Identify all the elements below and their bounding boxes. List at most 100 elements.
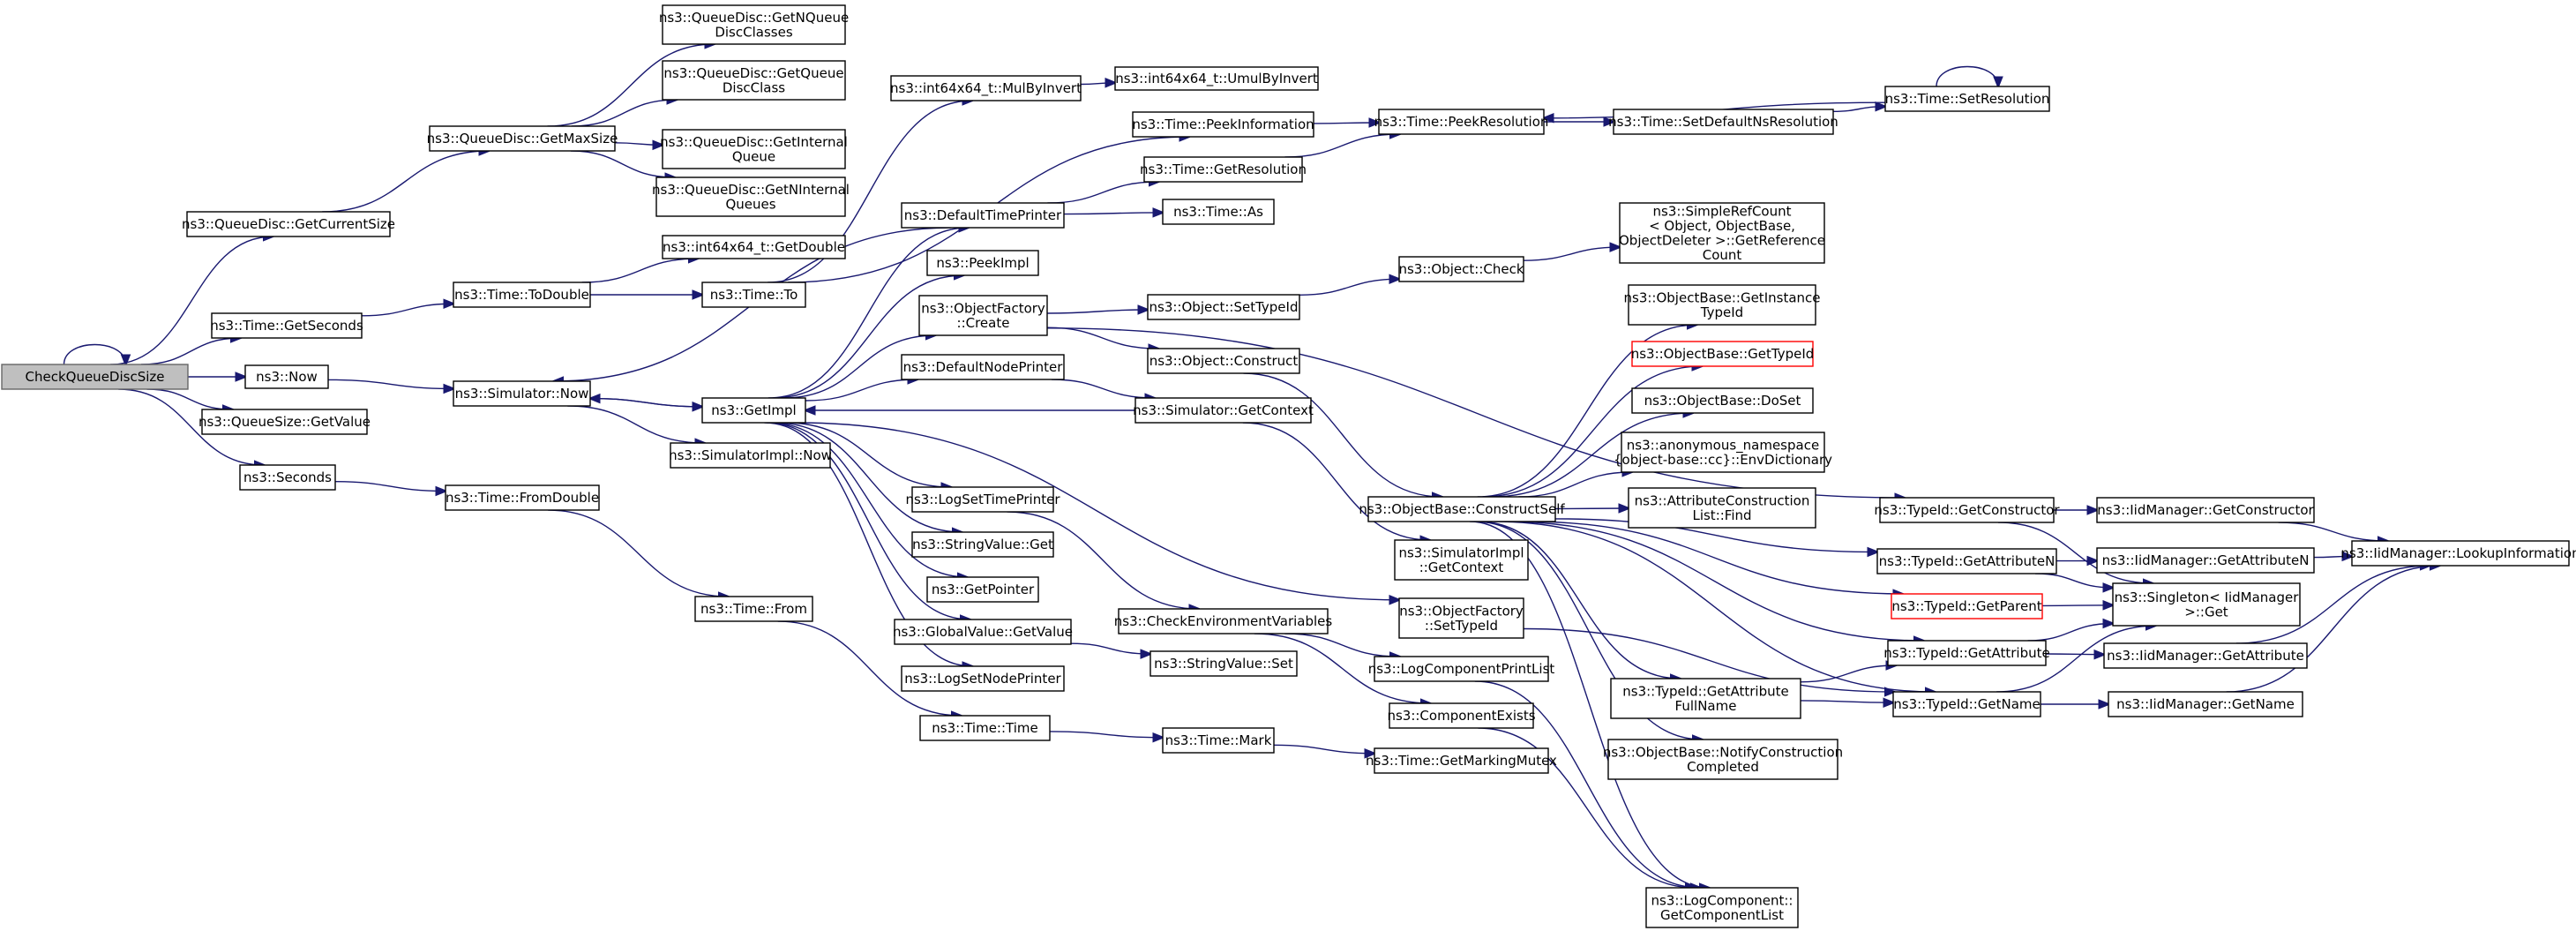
node-box bbox=[1628, 284, 1816, 326]
function-node[interactable]: ns3::LogSetNodePrinter bbox=[901, 665, 1065, 692]
function-node[interactable]: ns3::ComponentExists bbox=[1387, 702, 1536, 729]
function-node[interactable]: ns3::Object::Construct bbox=[1147, 348, 1300, 374]
function-node[interactable]: ns3::int64x64_t::MulByInvert bbox=[890, 75, 1082, 101]
function-node[interactable]: ns3::StringValue::Set bbox=[1149, 650, 1298, 677]
function-node[interactable]: ns3::LogComponentPrintList bbox=[1368, 656, 1555, 682]
call-edge-n67-n65 bbox=[1800, 665, 1896, 683]
call-edge-n38-n45 bbox=[1242, 422, 1430, 540]
function-node[interactable]: ns3::CheckEnvironmentVariables bbox=[1114, 608, 1333, 634]
function-node[interactable]: ns3::int64x64_t::GetDouble bbox=[662, 235, 846, 259]
function-node[interactable]: ns3::anonymous_namespace{object-base::cc… bbox=[1614, 432, 1832, 473]
node-label: ns3::Now bbox=[256, 369, 318, 385]
function-node[interactable]: ns3::GetImpl bbox=[701, 397, 806, 424]
function-node[interactable]: ns3::IidManager::GetConstructor bbox=[2096, 497, 2315, 523]
call-edge-n55-n57 bbox=[1478, 727, 1696, 888]
node-label: ::SetTypeId bbox=[1425, 618, 1498, 634]
function-node[interactable]: ns3::ObjectBase::ConstructSelf bbox=[1359, 496, 1565, 522]
function-node[interactable]: ns3::TypeId::GetAttribute bbox=[1883, 640, 2050, 666]
function-node[interactable]: ns3::Time::GetSeconds bbox=[210, 312, 363, 339]
function-node[interactable]: ns3::IidManager::GetName bbox=[2108, 691, 2303, 717]
function-node[interactable]: ns3::Time::FromDouble bbox=[445, 484, 600, 511]
function-node[interactable]: ns3::Time::GetMarkingMutex bbox=[1366, 747, 1557, 774]
function-node[interactable]: ns3::Now bbox=[244, 364, 329, 389]
function-node[interactable]: ns3::QueueDisc::GetCurrentSize bbox=[182, 211, 395, 237]
call-edge-n11-n12 bbox=[1080, 83, 1115, 85]
function-node[interactable]: ns3::Time::SetDefaultNsResolution bbox=[1608, 109, 1838, 135]
function-node[interactable]: ns3::SimulatorImpl::GetContext bbox=[1394, 539, 1529, 581]
function-node[interactable]: ns3::Simulator::GetContext bbox=[1133, 397, 1314, 424]
function-node[interactable]: ns3::SimulatorImpl::Now bbox=[669, 442, 832, 469]
function-node[interactable]: ns3::LogSetTimePrinter bbox=[905, 486, 1060, 513]
node-box bbox=[1162, 727, 1275, 754]
function-node[interactable]: ns3::Time::To bbox=[701, 282, 806, 308]
function-node[interactable]: ns3::SimpleRefCount< Object, ObjectBase,… bbox=[1619, 202, 1825, 264]
node-label: DiscClasses bbox=[715, 24, 792, 40]
function-node[interactable]: ns3::Object::SetTypeId bbox=[1147, 294, 1300, 320]
function-node[interactable]: ns3::Time::Time bbox=[919, 715, 1051, 741]
function-node[interactable]: ns3::int64x64_t::UmulByInvert bbox=[1114, 66, 1319, 91]
call-edge-n63-n64 bbox=[2041, 605, 2113, 606]
node-box bbox=[694, 596, 813, 622]
function-node[interactable]: ns3::DefaultTimePrinter bbox=[901, 202, 1065, 229]
function-node[interactable]: ns3::ObjectBase::GetTypeId bbox=[1631, 341, 1815, 367]
function-node[interactable]: ns3::GetPointer bbox=[926, 576, 1039, 603]
function-node[interactable]: ns3::Time::Mark bbox=[1162, 727, 1275, 754]
call-edge-n25-n28 bbox=[1313, 123, 1379, 124]
node-box bbox=[911, 531, 1054, 558]
node-label: ns3::Simulator::GetContext bbox=[1133, 402, 1314, 418]
function-node[interactable]: ns3::ObjectBase::NotifyConstructionCompl… bbox=[1603, 739, 1843, 780]
call-edge-n14-n16 bbox=[567, 405, 704, 443]
focus-function-node[interactable]: CheckQueueDiscSize bbox=[1, 364, 189, 390]
node-box bbox=[1645, 887, 1799, 928]
function-node[interactable]: ns3::TypeId::GetName bbox=[1892, 691, 2041, 717]
function-node[interactable]: ns3::Time::PeekResolution bbox=[1374, 109, 1549, 135]
function-node[interactable]: ns3::TypeId::GetParent bbox=[1891, 593, 2043, 619]
function-node[interactable]: ns3::QueueDisc::GetMaxSize bbox=[427, 125, 618, 152]
function-node[interactable]: ns3::Time::ToDouble bbox=[453, 282, 591, 308]
function-node[interactable]: ns3::Time::GetResolution bbox=[1140, 156, 1307, 183]
node-label: ns3::SimulatorImpl::Now bbox=[669, 447, 832, 463]
function-node[interactable]: ns3::TypeId::GetAttributeN bbox=[1876, 548, 2057, 574]
node-label: ns3::Object::SetTypeId bbox=[1149, 299, 1299, 315]
function-node[interactable]: ns3::IidManager::GetAttribute bbox=[2103, 642, 2308, 669]
function-node[interactable]: ns3::Time::As bbox=[1162, 199, 1275, 225]
function-node[interactable]: ns3::PeekImpl bbox=[926, 250, 1039, 276]
function-node[interactable]: ns3::GlobalValue::GetValue bbox=[893, 619, 1073, 645]
node-label: ns3::QueueDisc::GetNInternal bbox=[652, 182, 850, 198]
function-node[interactable]: ns3::Singleton< IidManager>::Get bbox=[2112, 582, 2301, 627]
function-node[interactable]: ns3::DefaultNodePrinter bbox=[901, 354, 1065, 380]
function-node[interactable]: ns3::Seconds bbox=[239, 464, 336, 491]
function-node[interactable]: ns3::QueueSize::GetValue bbox=[198, 409, 371, 435]
function-node[interactable]: ns3::ObjectBase::DoSet bbox=[1631, 387, 1814, 414]
function-node[interactable]: ns3::Time::From bbox=[694, 596, 813, 622]
node-label: ns3::CheckEnvironmentVariables bbox=[1114, 613, 1333, 629]
node-label: >::Get bbox=[2184, 604, 2228, 619]
function-node[interactable]: ns3::StringValue::Get bbox=[911, 531, 1054, 558]
function-node[interactable]: ns3::Simulator::Now bbox=[453, 380, 591, 407]
node-label: ns3::Time::PeekInformation bbox=[1132, 116, 1314, 132]
node-label: ns3::Time::SetDefaultNsResolution bbox=[1608, 114, 1838, 130]
function-node[interactable]: ns3::Time::SetResolution bbox=[1884, 86, 2050, 112]
function-node[interactable]: ns3::Time::PeekInformation bbox=[1132, 111, 1314, 138]
function-node[interactable]: ns3::Object::Check bbox=[1398, 256, 1524, 282]
node-box bbox=[919, 715, 1051, 741]
function-node[interactable]: ns3::IidManager::GetAttributeN bbox=[2096, 547, 2315, 574]
node-box bbox=[1892, 691, 2041, 717]
node-box bbox=[1610, 678, 1801, 719]
function-node[interactable]: ns3::TypeId::GetConstructor bbox=[1874, 497, 2060, 523]
function-node[interactable]: ns3::ObjectFactory::Create bbox=[918, 295, 1048, 336]
function-node[interactable]: ns3::LogComponent::GetComponentList bbox=[1645, 887, 1799, 928]
call-edge-n2-n3 bbox=[547, 44, 715, 127]
function-node[interactable]: ns3::ObjectFactory::SetTypeId bbox=[1398, 597, 1524, 639]
call-edge-n39-n68 bbox=[1494, 521, 1935, 692]
function-node[interactable]: ns3::IidManager::LookupInformation bbox=[2340, 540, 2576, 567]
node-box bbox=[1134, 397, 1312, 424]
node-box bbox=[662, 129, 846, 169]
